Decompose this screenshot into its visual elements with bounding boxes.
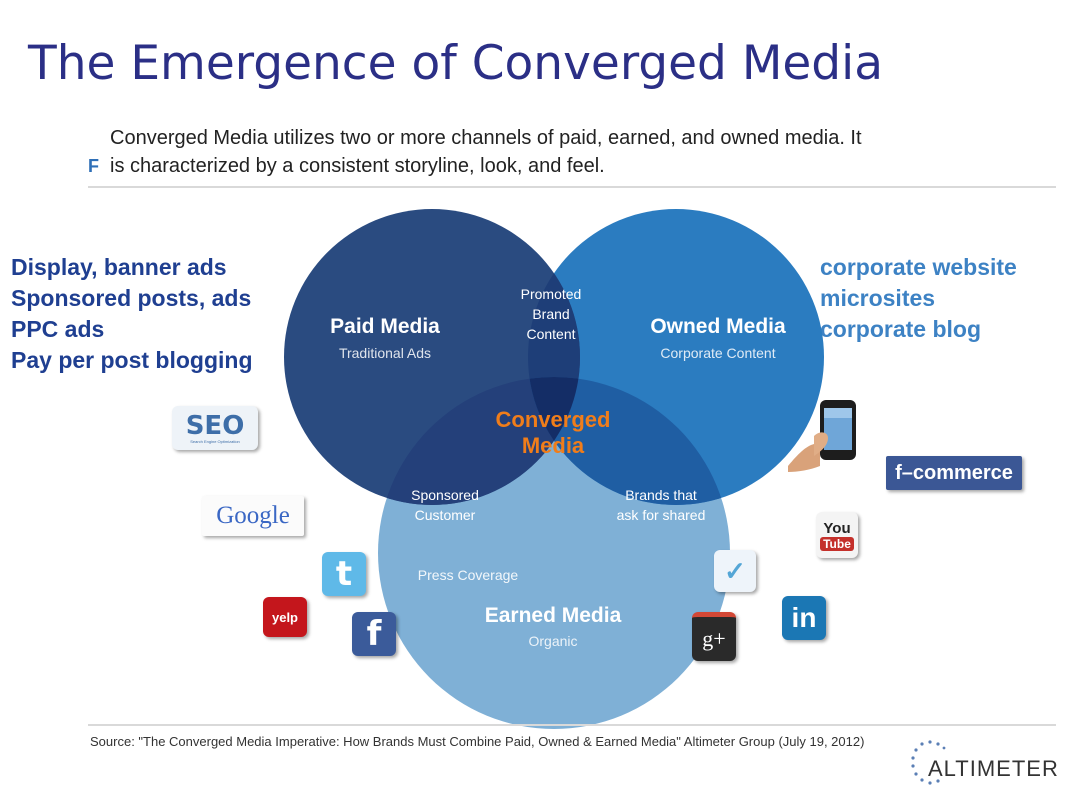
linkedin-icon: in <box>782 596 826 640</box>
list-item: corporate website <box>820 254 1017 280</box>
paid-owned-label-line: Content <box>526 326 575 342</box>
owned-earned-label-line: ask for shared <box>617 507 706 523</box>
twitter-icon: t <box>322 552 366 596</box>
list-item: Sponsored posts, ads <box>11 285 252 311</box>
earned-media-label: Earned Media <box>485 604 622 627</box>
google-logo: Google <box>202 496 304 536</box>
bottom-divider <box>88 724 1056 726</box>
list-item: PPC ads <box>11 316 105 342</box>
seo-logo: SEO Search Engine Optimization <box>172 406 258 450</box>
foursquare-icon: ✓ <box>714 550 756 592</box>
subtitle-marker: F <box>88 156 99 176</box>
owned-earned-overlap <box>528 377 730 505</box>
list-item: microsites <box>820 285 936 311</box>
google-logo-text: Google <box>216 502 290 529</box>
list-item: Pay per post blogging <box>11 347 253 373</box>
converged-media-label-line: Converged <box>496 407 611 432</box>
source-citation: Source: "The Converged Media Imperative:… <box>90 734 865 749</box>
paid-owned-label-line: Promoted <box>521 286 582 302</box>
top-divider <box>88 186 1056 188</box>
yelp-icon: yelp <box>263 597 307 637</box>
owned-examples-list: corporate website microsites corporate b… <box>820 252 1017 345</box>
page-title: The Emergence of Converged Media <box>28 36 883 91</box>
converged-media-label-line: Media <box>522 433 585 458</box>
smartphone-in-hand-icon <box>788 400 856 472</box>
owned-earned-label-line: Brands that <box>625 487 697 503</box>
paid-media-label: Paid Media <box>330 315 440 338</box>
press-coverage-label: Press Coverage <box>418 567 519 583</box>
paid-earned-label-line: Customer <box>415 507 476 523</box>
list-item: corporate blog <box>820 316 982 342</box>
paid-owned-label-line: Brand <box>532 306 569 322</box>
f-commerce-badge: f–commerce <box>886 456 1022 490</box>
altimeter-logo-mark <box>911 740 946 785</box>
owned-media-label: Owned Media <box>650 315 786 338</box>
youtube-icon: You Tube <box>816 512 858 558</box>
paid-examples-list: Display, banner ads Sponsored posts, ads… <box>11 252 253 376</box>
earned-media-sublabel: Organic <box>528 633 577 649</box>
seo-logo-caption: Search Engine Optimization <box>190 438 240 444</box>
facebook-icon: f <box>352 612 396 656</box>
list-item: Display, banner ads <box>11 254 227 280</box>
altimeter-logo-text: ALTIMETER <box>928 756 1059 781</box>
subtitle: Converged Media utilizes two or more cha… <box>110 127 862 177</box>
google-plus-icon: g+ <box>692 612 736 661</box>
paid-media-sublabel: Traditional Ads <box>339 345 431 361</box>
paid-earned-label-line: Sponsored <box>411 487 479 503</box>
seo-logo-text: SEO <box>185 410 245 441</box>
owned-media-sublabel: Corporate Content <box>660 345 775 361</box>
paid-earned-overlap <box>378 377 580 505</box>
